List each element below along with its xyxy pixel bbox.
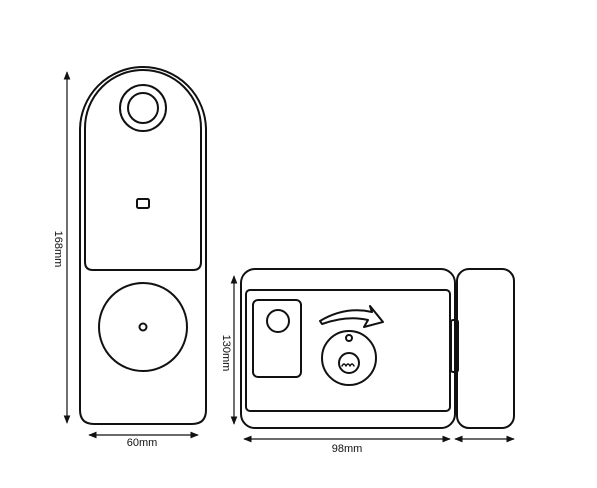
indicator-slot — [136, 198, 150, 209]
key-cylinder-outer — [321, 330, 377, 386]
height-label: 168mm — [52, 231, 64, 268]
keypad-module-button — [266, 309, 290, 333]
width-label: 60mm — [127, 437, 158, 449]
key-cylinder-symbol — [341, 363, 355, 367]
front-panel-outline — [79, 66, 207, 425]
upper-inner-panel — [84, 69, 202, 271]
round-button-outer — [98, 282, 188, 372]
lock-box-inner — [245, 289, 451, 412]
round-button-center — [138, 322, 148, 332]
rotation-arrow-icon — [319, 305, 384, 328]
key-cylinder-inner — [338, 352, 360, 374]
box-height-label: 130mm — [220, 335, 232, 372]
key-cylinder-dot — [345, 334, 353, 342]
camera-lens-outer — [119, 84, 167, 132]
box-width-label: 98mm — [332, 443, 363, 455]
lock-box-view — [240, 268, 515, 429]
strike-plate — [456, 268, 515, 429]
lock-box-outer — [240, 268, 456, 429]
keypad-module — [252, 299, 302, 378]
camera-lens-inner — [127, 92, 159, 124]
front-view-panel — [79, 66, 207, 425]
